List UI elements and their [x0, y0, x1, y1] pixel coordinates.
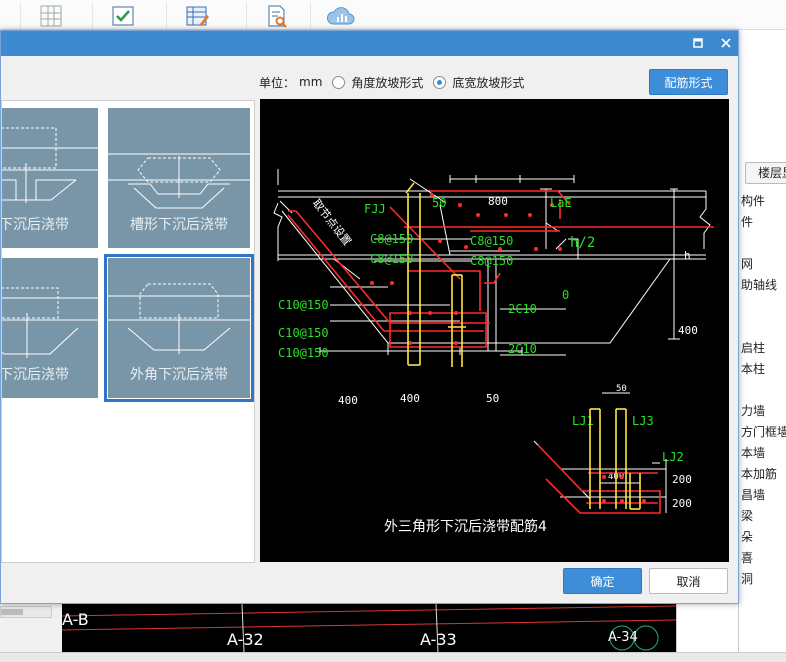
unit-label: 单位： — [259, 75, 296, 90]
drawing-label: 50 — [486, 392, 499, 405]
tree-item[interactable]: 本墙 — [741, 446, 766, 460]
thumbnail-list: 形下沉后浇带 槽形下沉后浇带 角下沉后浇带 外角下沉后浇带 — [1, 100, 255, 563]
radio-width-slope-label[interactable]: 底宽放坡形式 — [452, 75, 525, 90]
ok-button[interactable]: 确定 — [563, 568, 642, 594]
checkbox-icon[interactable] — [92, 2, 152, 30]
axis-label: A-32 — [227, 630, 264, 649]
cloud-chart-icon[interactable] — [310, 2, 370, 30]
drawing-label: LaE — [550, 196, 572, 210]
radio-width-slope[interactable] — [433, 75, 447, 89]
rebar-form-button[interactable]: 配筋形式 — [649, 69, 728, 95]
tree-item[interactable]: 网 — [741, 257, 754, 271]
tree-item[interactable]: 助轴线 — [741, 278, 778, 292]
drawing-label: 50 — [616, 384, 627, 394]
tree-item[interactable]: 方门框墙 — [741, 425, 786, 439]
drawing-label: C8@150 — [370, 232, 413, 246]
thumbnail-item[interactable]: 角下沉后浇带 — [1, 258, 98, 398]
cancel-button[interactable]: 取消 — [649, 568, 728, 594]
drawing-label: 50 — [432, 196, 446, 210]
rebar-preview-canvas: FJJ 50 LaE C8@150 C8@150 C8@150 C8@150 h… — [260, 99, 729, 562]
thumbnail-item[interactable]: 槽形下沉后浇带 — [108, 108, 250, 248]
close-icon[interactable] — [717, 34, 735, 52]
drawing-label: 200 — [672, 497, 692, 510]
drawing-label: LJ2 — [662, 450, 684, 464]
tree-item[interactable]: 力墙 — [741, 404, 766, 418]
drawing-label: 0 — [562, 288, 569, 302]
drawing-label: C8@150 — [470, 234, 513, 248]
axis-label: A-34 — [608, 630, 638, 645]
drawing-label: 2C10 — [508, 302, 537, 316]
thumbnail-caption: 外角下沉后浇带 — [130, 367, 228, 383]
drawing-label: LJ3 — [632, 414, 654, 428]
drawing-label: 800 — [488, 195, 508, 208]
tree-item[interactable]: 朵 — [741, 530, 754, 544]
axis-label: A-33 — [420, 630, 457, 649]
tree-item[interactable]: 梁 — [741, 509, 754, 523]
tree-item[interactable]: 喜 — [741, 551, 754, 565]
drawing-label: C10@150 — [278, 346, 329, 360]
table-edit-icon[interactable] — [166, 2, 226, 30]
horizontal-scrollbar[interactable] — [0, 606, 52, 618]
drawing-label: C10@150 — [278, 326, 329, 340]
drawing-label: 400 — [678, 324, 698, 337]
floor-display-tab[interactable]: 楼层显 — [745, 162, 786, 184]
drawing-label: LJ1 — [572, 414, 594, 428]
tree-item[interactable]: 昌墙 — [741, 488, 766, 502]
drawing-label: C8@150 — [470, 254, 513, 268]
drawing-label: C10@150 — [278, 298, 329, 312]
drawing-title: 外三角形下沉后浇带配筋4 — [384, 518, 547, 535]
component-tree-panel: 楼层显 构件 件 网 助轴线 启柱 本柱 力墙 方门框墙 本墙 本加筋 昌墙 梁… — [738, 30, 786, 662]
tree-item[interactable]: 本加筋 — [741, 467, 778, 481]
tree-item[interactable]: 启柱 — [741, 341, 766, 355]
drawing-label: 2C10 — [508, 342, 537, 356]
drawing-canvas[interactable]: A-B A-32 A-33 A-34 — [62, 604, 676, 652]
thumbnail-item-selected[interactable]: 外角下沉后浇带 — [104, 254, 254, 402]
main-toolbar — [0, 0, 786, 30]
grid-icon[interactable] — [20, 2, 80, 30]
thumbnail-caption: 角下沉后浇带 — [1, 367, 69, 383]
post-pour-strip-dialog: 单位： mm 角度放坡形式 底宽放坡形式 配筋形式 形下沉后浇带 槽形下沉后浇带… — [0, 30, 739, 604]
thumbnail-caption: 槽形下沉后浇带 — [130, 217, 228, 233]
tree-item[interactable]: 构件 — [741, 194, 766, 208]
tree-item[interactable]: 本柱 — [741, 362, 766, 376]
drawing-label: FJJ — [364, 202, 386, 216]
unit-row: 单位： mm 角度放坡形式 底宽放坡形式 — [259, 74, 524, 90]
thumbnail-caption: 形下沉后浇带 — [1, 217, 69, 233]
drawing-label: h — [684, 249, 691, 262]
radio-angle-slope-label[interactable]: 角度放坡形式 — [351, 75, 424, 90]
scrollbar-thumb[interactable] — [1, 609, 23, 615]
drawing-label: 400 — [338, 394, 358, 407]
axis-label: A-B — [62, 610, 89, 629]
document-search-icon[interactable] — [246, 2, 306, 30]
tree-item[interactable]: 洞 — [741, 572, 754, 586]
drawing-label: 取节点设置 — [310, 197, 354, 248]
radio-angle-slope[interactable] — [332, 75, 346, 89]
drawing-label: 200 — [672, 473, 692, 486]
drawing-label: C8@150 — [370, 252, 413, 266]
tree-item[interactable]: 件 — [741, 215, 754, 229]
unit-value: mm — [299, 75, 323, 89]
right-bottom-area — [676, 604, 738, 652]
dialog-title-bar[interactable] — [1, 31, 738, 56]
drawing-label: h/2 — [570, 235, 595, 251]
status-bar — [0, 652, 786, 662]
thumbnail-item[interactable]: 形下沉后浇带 — [1, 108, 98, 248]
maximize-icon[interactable] — [689, 34, 707, 52]
drawing-label: 400 — [400, 392, 420, 405]
